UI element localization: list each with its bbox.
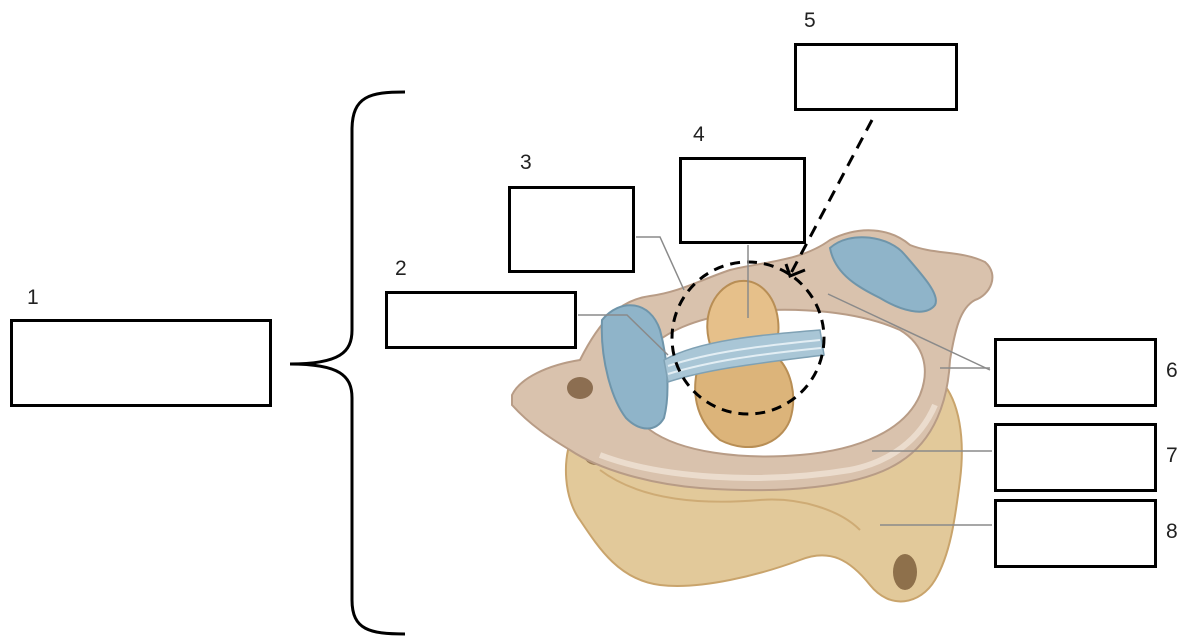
answer-box-7[interactable] [994,423,1157,492]
answer-box-4[interactable] [679,157,806,244]
label-number-7: 7 [1166,445,1178,466]
label-number-5: 5 [804,10,816,31]
answer-box-2[interactable] [385,291,577,349]
curly-brace [290,92,405,634]
answer-box-5[interactable] [794,43,958,111]
label-number-6: 6 [1166,360,1178,381]
leader-line-3 [636,237,684,290]
answer-box-3[interactable] [508,186,635,273]
label-number-3: 3 [520,152,532,173]
label-number-2: 2 [395,258,407,279]
answer-box-6[interactable] [994,338,1157,407]
answer-box-1[interactable] [10,319,272,407]
answer-box-8[interactable] [994,499,1157,568]
label-number-8: 8 [1166,521,1178,542]
label-number-4: 4 [693,124,705,145]
label-number-1: 1 [27,287,39,308]
